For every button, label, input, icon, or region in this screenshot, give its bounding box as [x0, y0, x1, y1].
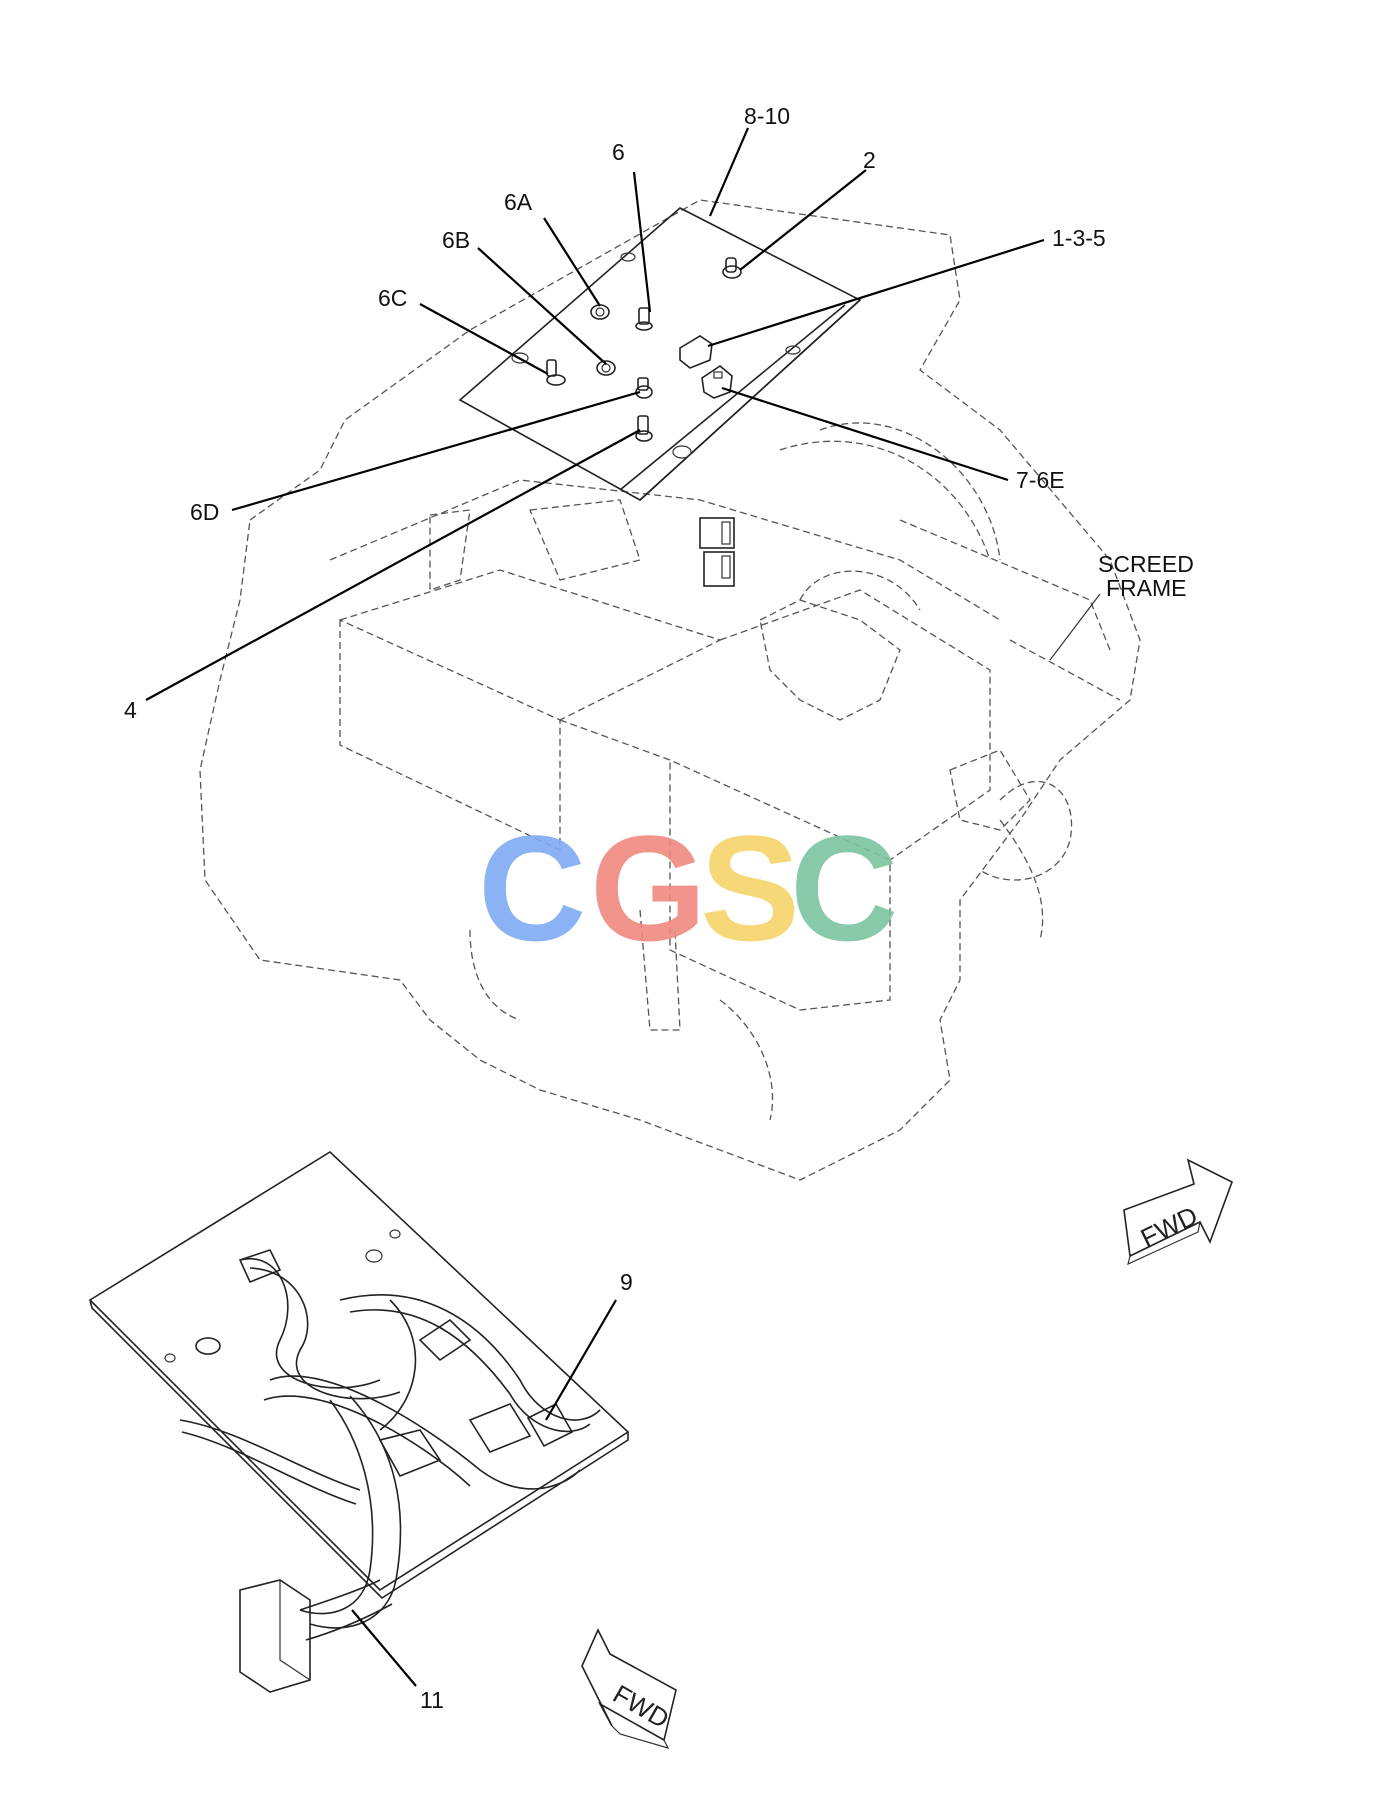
control-panel [458, 207, 862, 587]
callout-6B: 6B [442, 227, 470, 253]
callout-2: 2 [863, 147, 876, 173]
screed-frame-line1: SCREED [1098, 551, 1194, 577]
callout-1-3-5: 1-3-5 [1052, 225, 1106, 251]
machine-body-outline [199, 199, 1141, 1181]
callout-7-6E: 7-6E [1016, 467, 1065, 493]
cgsc-watermark-logo: C G S C [478, 804, 898, 972]
callout-11: 11 [420, 1687, 444, 1713]
callout-4: 4 [124, 697, 137, 723]
switch-6C [546, 359, 566, 386]
watermark-letter-4: C [790, 804, 898, 972]
callout-6D: 6D [190, 499, 219, 525]
switch-6D [635, 377, 653, 399]
lamp-2 [722, 257, 742, 279]
callout-labels-lower: 9 11 [420, 1269, 633, 1713]
callout-6A: 6A [504, 189, 533, 215]
leader-lines-lower [351, 1299, 617, 1687]
leader-lines-upper [145, 127, 1101, 701]
callout-6C: 6C [378, 285, 407, 311]
key-switch-7-6E [701, 365, 733, 399]
harness-board [88, 1150, 630, 1693]
panel-connector [699, 517, 735, 587]
screed-frame-line2: FRAME [1106, 575, 1187, 601]
callout-8-10: 8-10 [744, 103, 790, 129]
fwd-label-lower: FWD [608, 1679, 674, 1735]
watermark-letter-2: G [590, 804, 707, 972]
switch-6 [635, 307, 653, 331]
switch-4 [635, 415, 653, 442]
watermark-letter-3: S [700, 804, 800, 972]
callout-labels-upper: 8-10 6 2 6A 1-3-5 6B 6C 7-6E 6D 4 SCREED… [124, 103, 1194, 723]
callout-6: 6 [612, 139, 625, 165]
fwd-arrow-upper: FWD [1123, 1158, 1233, 1266]
fwd-arrow-lower: FWD [581, 1628, 677, 1749]
switch-6A [590, 304, 610, 320]
rocker-switch-1-3-5 [679, 335, 713, 369]
watermark-letter-1: C [478, 804, 586, 972]
callout-9: 9 [620, 1269, 633, 1295]
